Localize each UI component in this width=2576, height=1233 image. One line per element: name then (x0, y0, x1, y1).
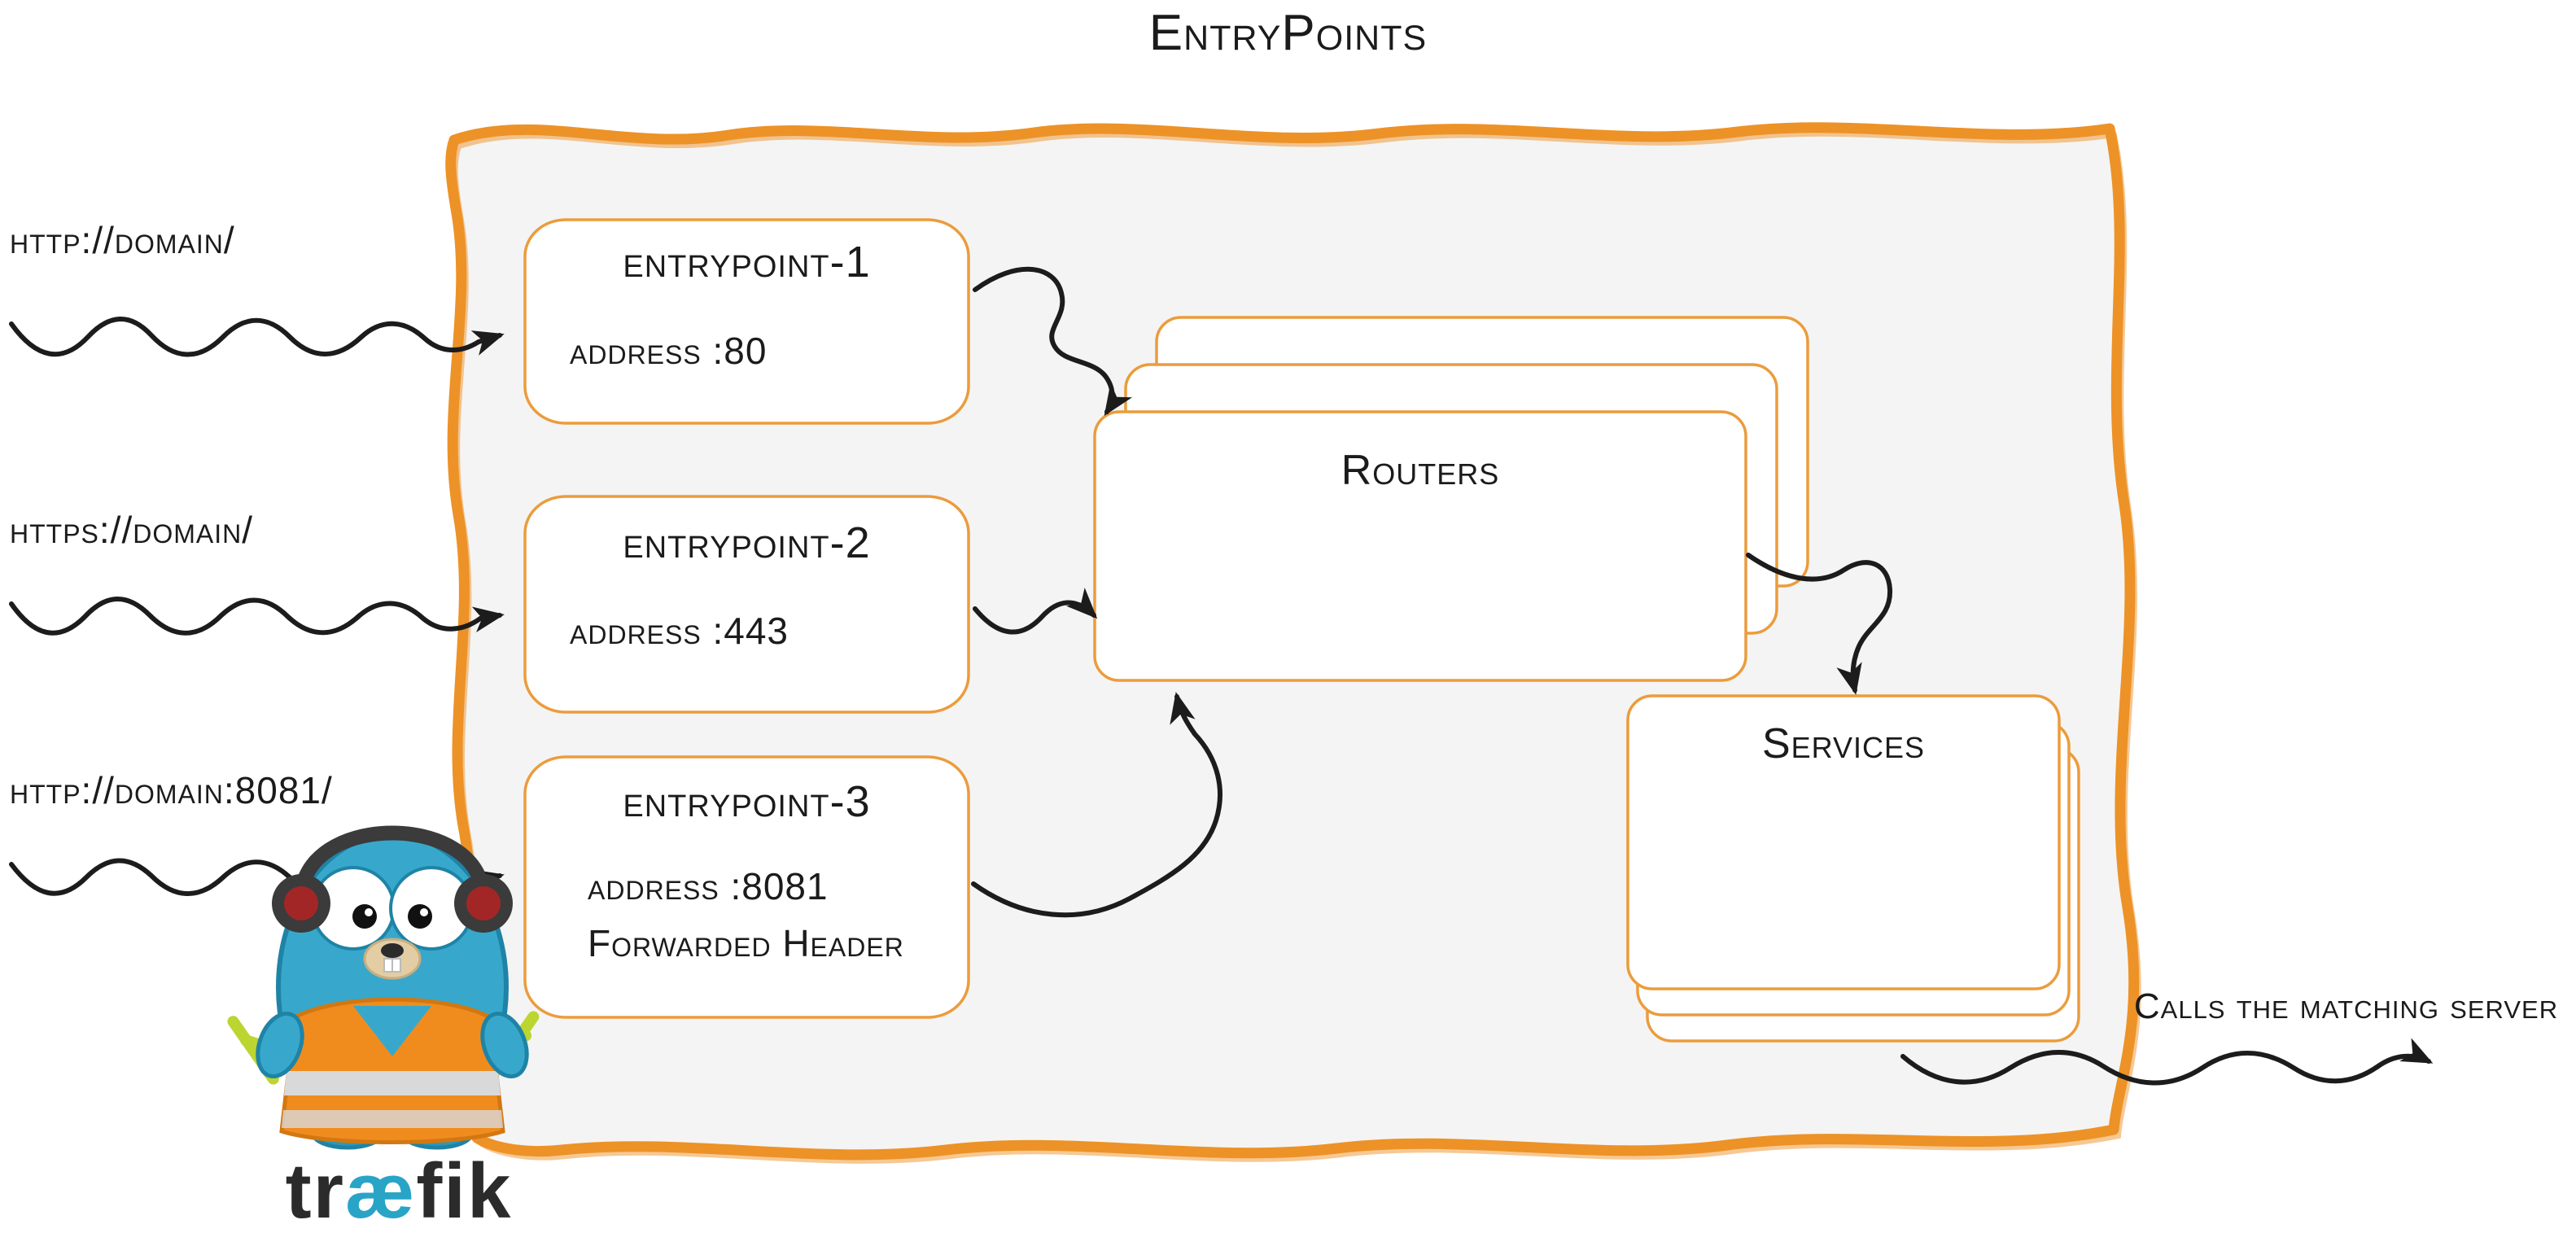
gopher-tooth-left (383, 958, 393, 973)
entrypoint-2-name: entrypoint-2 (623, 518, 871, 567)
gopher-safety-vest (279, 997, 505, 1144)
request-arrow-1 (9, 317, 505, 357)
traefik-logo: træfik (244, 1152, 553, 1231)
gopher-arm-left (256, 1011, 304, 1079)
entrypoint2-to-routers-arrow (973, 588, 1098, 635)
headphone-cup-left-inner (284, 886, 318, 920)
services-card-front (1626, 694, 2061, 990)
gopher-pupil-glint-right (420, 908, 428, 916)
logo-text-post: fik (416, 1148, 513, 1233)
gopher-arm-right (480, 1011, 529, 1079)
entrypoint-1-address: address :80 (570, 330, 768, 372)
request-arrow-2 (9, 597, 505, 636)
vest-collar (353, 1006, 431, 1056)
entrypoint1-to-routers-arrow (973, 266, 1133, 416)
diagram-title: EntryPoints (1148, 5, 1428, 61)
entrypoint-2-address: address :443 (570, 610, 789, 652)
request-label-http-8081: http://domain:8081/ (10, 769, 333, 811)
entrypoint3-to-routers-arrow (971, 692, 1222, 918)
gopher-pupil-right (408, 904, 432, 929)
routers-label: Routers (1340, 447, 1500, 494)
entrypoint-3-name: entrypoint-3 (623, 777, 871, 826)
gopher-tooth-right (391, 958, 401, 973)
entrypoint-3-forwarded-header: Forwarded Header (588, 922, 904, 964)
request-label-https: https://domain/ (10, 509, 254, 551)
routers-to-services-arrow (1746, 553, 1893, 695)
gopher-nose (381, 943, 404, 958)
gopher-pupil-left (352, 904, 377, 929)
entrypoint-3-box (523, 755, 970, 1019)
vest-stripe-top (284, 1071, 501, 1095)
headphones-band (295, 825, 489, 893)
entrypoint-1-name: entrypoint-1 (623, 238, 871, 286)
logo-text-pre: tr (285, 1148, 345, 1233)
traefik-gopher-mascot (227, 825, 540, 1150)
gopher-pupil-glint-left (365, 908, 373, 916)
entrypoint-1-box (523, 218, 970, 425)
outgoing-arrow (1900, 1038, 2434, 1086)
outgoing-call-label: Calls the matching server (2133, 986, 2559, 1026)
entrypoint-3-address: address :8081 (588, 865, 829, 907)
services-stack (1626, 694, 2080, 1043)
logo-text-ligature: æ (344, 1148, 417, 1233)
vest-stripe-bottom (282, 1110, 503, 1128)
headphone-cup-right-inner (466, 886, 501, 920)
request-label-http: http://domain/ (10, 219, 235, 261)
routers-stack (1093, 316, 1809, 682)
entrypoint-2-box (523, 495, 970, 714)
services-label: Services (1761, 720, 1926, 767)
routers-card-front (1093, 410, 1747, 682)
